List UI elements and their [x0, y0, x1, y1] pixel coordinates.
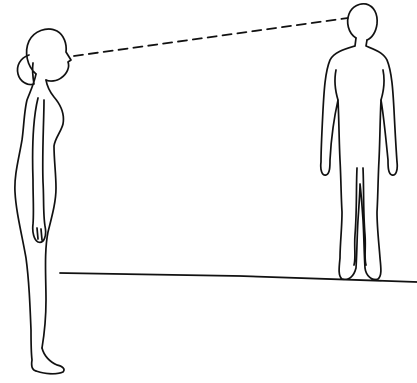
- man-front-view: [321, 4, 398, 280]
- woman-side-profile: [15, 29, 71, 374]
- woman-foot: [36, 348, 64, 374]
- man-right-inner-arm: [381, 70, 384, 100]
- woman-hand: [37, 228, 42, 240]
- woman-front-outline: [42, 80, 63, 348]
- man-body-outline: [321, 38, 398, 279]
- ground-line: [60, 273, 417, 282]
- woman-arm: [33, 98, 46, 242]
- sight-line: [74, 18, 348, 56]
- man-left-inner-arm: [335, 70, 338, 100]
- man-head: [348, 4, 377, 40]
